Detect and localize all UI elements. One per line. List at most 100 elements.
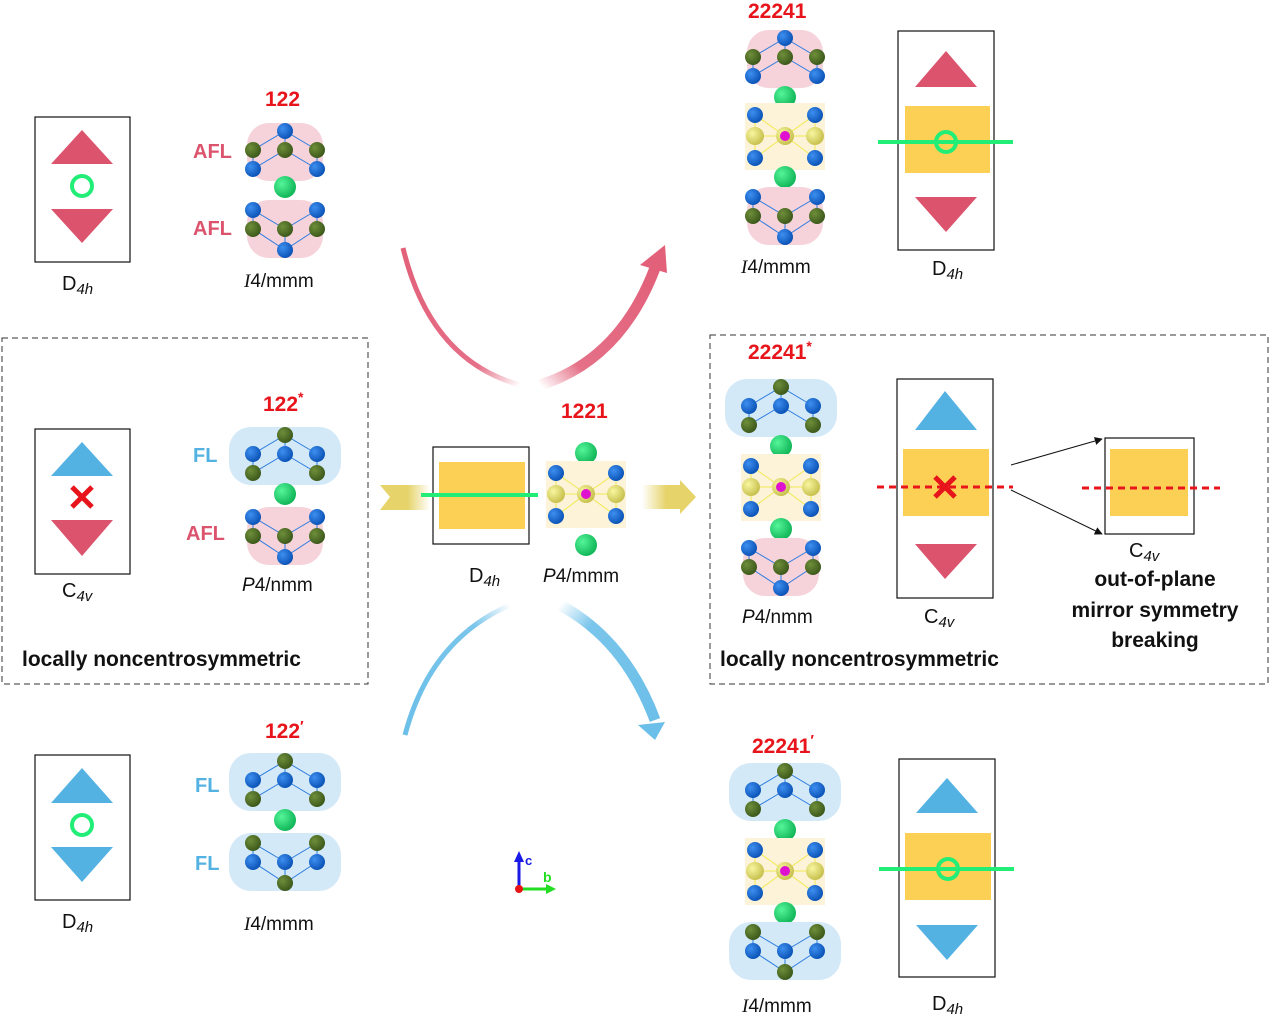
atom xyxy=(309,509,325,525)
layer-block xyxy=(905,106,990,173)
inversion-center-icon xyxy=(70,813,94,837)
space-group-label: I4/mmm xyxy=(740,257,811,278)
spacer-atom xyxy=(774,86,796,108)
atom xyxy=(309,791,325,807)
atom xyxy=(809,208,825,224)
layer-label-top: AFL xyxy=(193,141,232,163)
layer-label-top: FL xyxy=(193,445,217,467)
up-triangle-icon xyxy=(51,130,113,164)
spacer-atom xyxy=(575,534,597,556)
atom xyxy=(747,885,763,901)
zoom-point-group-label: C4v xyxy=(1129,540,1161,565)
atom xyxy=(777,763,793,779)
crystal-structure xyxy=(546,442,626,556)
panel-1221: D4h 1221 P4/mmm xyxy=(421,400,626,590)
atom xyxy=(773,559,789,575)
atom xyxy=(777,30,793,46)
atom xyxy=(245,446,261,462)
atom xyxy=(309,142,325,158)
crystal-structure xyxy=(729,763,841,980)
atom xyxy=(806,862,824,880)
atom xyxy=(747,842,763,858)
panel-122-star: C4v 122* FL AFL P4/nmm locally noncentro… xyxy=(22,389,341,671)
point-group-label: D4h xyxy=(62,911,93,936)
atom xyxy=(245,772,261,788)
atom xyxy=(309,772,325,788)
structure-title: 22241* xyxy=(748,338,812,364)
atom xyxy=(608,508,624,524)
atom xyxy=(807,842,823,858)
down-triangle-icon xyxy=(915,197,977,232)
structure-title: 122* xyxy=(263,389,304,416)
spacer-atom xyxy=(770,435,792,457)
axis-c-label: c xyxy=(525,853,532,868)
space-group-label: I4/mmm xyxy=(741,996,812,1017)
crystal-structure xyxy=(245,123,325,258)
atom xyxy=(805,417,821,433)
atom xyxy=(746,862,764,880)
note-line-3: breaking xyxy=(1111,629,1199,652)
zoom-arrow-top xyxy=(1010,437,1103,466)
atom xyxy=(807,885,823,901)
yellow-arrow-in xyxy=(380,485,430,510)
atom xyxy=(277,854,293,870)
broken-inversion-icon xyxy=(70,485,94,509)
atom xyxy=(803,458,819,474)
atom xyxy=(809,801,825,817)
yellow-arrow-out xyxy=(642,480,696,514)
atom xyxy=(309,221,325,237)
atom xyxy=(277,446,293,462)
atom xyxy=(741,559,757,575)
atom xyxy=(277,753,293,769)
atom xyxy=(805,398,821,414)
spacer-atom xyxy=(575,442,597,464)
atom xyxy=(581,489,591,499)
atom xyxy=(745,189,761,205)
atom xyxy=(309,835,325,851)
atom xyxy=(743,458,759,474)
panel-122-prime: D4h 122′ FL FL I4/mmm xyxy=(34,718,341,936)
atom xyxy=(741,540,757,556)
crystal-axes-icon: c b xyxy=(514,851,556,894)
spacer-atom xyxy=(274,483,296,505)
structure-title: 1221 xyxy=(561,400,608,423)
atom xyxy=(807,107,823,123)
atom xyxy=(309,465,325,481)
atom xyxy=(745,782,761,798)
crystal-structure xyxy=(229,427,341,565)
atom xyxy=(780,866,790,876)
atom xyxy=(809,924,825,940)
up-triangle-icon xyxy=(51,442,113,476)
atom xyxy=(245,465,261,481)
atom xyxy=(806,127,824,145)
atom xyxy=(277,528,293,544)
atom xyxy=(277,221,293,237)
atom xyxy=(741,417,757,433)
space-group-label: P4/mmm xyxy=(543,566,619,587)
note-line-1: out-of-plane xyxy=(1094,568,1215,591)
spacer-atom xyxy=(774,166,796,188)
layer-block xyxy=(905,833,991,900)
atom xyxy=(807,150,823,166)
space-group-label: I4/mmm xyxy=(243,914,314,935)
space-group-label: I4/mmm xyxy=(243,271,314,292)
atom xyxy=(777,782,793,798)
atom xyxy=(245,221,261,237)
atom xyxy=(777,964,793,980)
atom xyxy=(607,485,625,503)
atom xyxy=(277,549,293,565)
atom xyxy=(277,123,293,139)
caption-locally-noncentrosymmetric: locally noncentrosymmetric xyxy=(22,648,301,671)
point-group-label: D4h xyxy=(932,993,963,1018)
locally-noncentrosymmetric-box-right xyxy=(709,334,1269,685)
spacer-atom xyxy=(274,176,296,198)
layer-label-top: FL xyxy=(195,775,219,797)
locally-noncentrosymmetric-box-left xyxy=(1,337,369,685)
structure-title: 22241′ xyxy=(752,732,814,758)
inversion-center-icon xyxy=(934,130,958,154)
up-triangle-icon xyxy=(51,768,113,803)
layer-label-bottom: AFL xyxy=(186,523,225,545)
down-triangle-icon xyxy=(51,847,113,882)
atom xyxy=(245,854,261,870)
crystal-structure xyxy=(745,30,825,245)
